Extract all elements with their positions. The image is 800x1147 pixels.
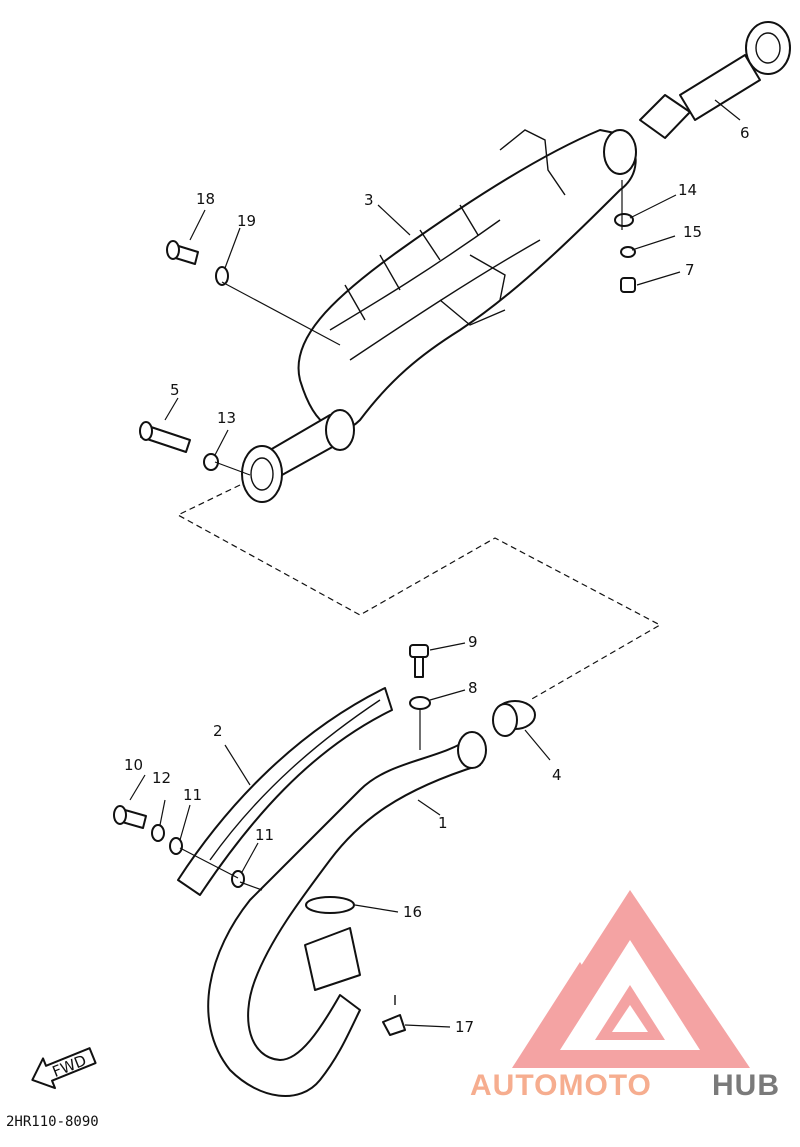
callout-2: 2 bbox=[213, 722, 223, 740]
watermark-brand-auto: AUTOMOTO bbox=[470, 1069, 652, 1102]
callout-14: 14 bbox=[678, 181, 697, 199]
assembly-outline bbox=[176, 484, 662, 701]
fwd-label: FWD bbox=[50, 1051, 89, 1081]
fwd-arrow-icon: FWD bbox=[31, 1047, 97, 1090]
callout-7: 7 bbox=[685, 261, 695, 279]
drawing-code: 2HR110-8090 bbox=[6, 1114, 99, 1130]
heat-protector bbox=[177, 687, 393, 896]
watermark-logo bbox=[512, 890, 750, 1068]
callout-9: 9 bbox=[468, 633, 478, 651]
watermark-brand-hub: HUB bbox=[712, 1069, 780, 1102]
callout-4: 4 bbox=[552, 766, 562, 784]
tail-pipe bbox=[639, 21, 791, 139]
exhaust-pipe bbox=[207, 731, 487, 1097]
callout-19: 19 bbox=[237, 212, 256, 230]
leader-lines bbox=[129, 99, 741, 1028]
callout-5: 5 bbox=[170, 381, 180, 399]
callout-17: 17 bbox=[455, 1018, 474, 1036]
callout-11-lower: 11 bbox=[255, 826, 274, 844]
callout-6: 6 bbox=[740, 124, 750, 142]
callout-12: 12 bbox=[152, 769, 171, 787]
muffler bbox=[241, 129, 637, 503]
callout-10: 10 bbox=[124, 756, 143, 774]
callout-3: 3 bbox=[364, 191, 374, 209]
callout-13: 13 bbox=[217, 409, 236, 427]
gasket bbox=[492, 700, 536, 737]
callout-8: 8 bbox=[468, 679, 478, 697]
callout-15: 15 bbox=[683, 223, 702, 241]
callout-11-upper: 11 bbox=[183, 786, 202, 804]
callout-1: 1 bbox=[438, 814, 448, 832]
callout-16: 16 bbox=[403, 903, 422, 921]
callout-18: 18 bbox=[196, 190, 215, 208]
fasteners bbox=[113, 213, 636, 1036]
